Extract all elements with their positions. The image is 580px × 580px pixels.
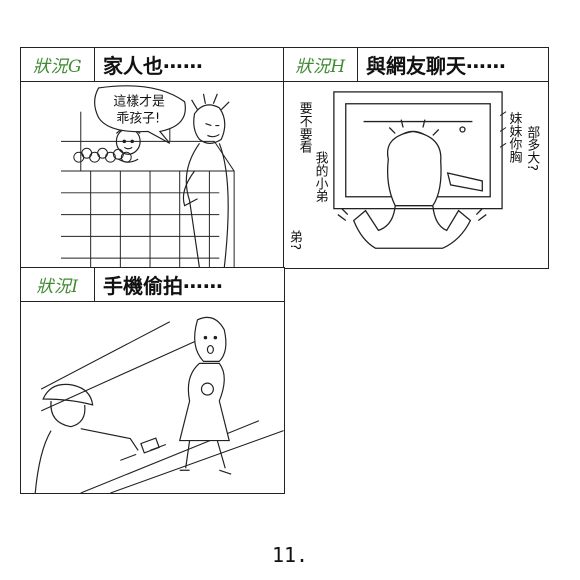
- page-number: 11.: [271, 543, 309, 567]
- speech-bubble-left: 要不要看 我的小弟 弟?: [287, 102, 328, 250]
- comic-panel-g: 狀況G 家人也⋯⋯: [20, 47, 285, 269]
- speech-bubble-right: 妹妹你胸 部多大?: [499, 111, 540, 171]
- panel-title: 與網友聊天⋯⋯: [366, 54, 506, 78]
- speech-bubble: 這樣才是 乖孩子!: [94, 85, 186, 144]
- situation-tag: 狀況H: [284, 48, 358, 81]
- panel-header: 狀況I 手機偷拍⋯⋯: [21, 268, 284, 302]
- panel-illustration: 這樣才是 乖孩子!: [21, 82, 284, 268]
- panel-illustration: [21, 302, 284, 493]
- panel-title: 家人也⋯⋯: [103, 54, 203, 78]
- speech-line: 這樣才是: [113, 94, 165, 110]
- speech-line: 妹妹你胸: [506, 112, 521, 164]
- situation-tag: 狀況G: [21, 48, 95, 81]
- situation-tag: 狀況I: [21, 268, 95, 301]
- speech-line: 乖孩子!: [116, 112, 160, 127]
- chat-scene-drawing: 妹妹你胸 部多大? 要不要看 我的小弟 弟?: [287, 91, 540, 250]
- speech-line: 部多大?: [524, 126, 539, 171]
- panel-title: 手機偷拍⋯⋯: [103, 274, 223, 298]
- family-scene-drawing: 這樣才是 乖孩子!: [60, 85, 235, 268]
- panel-header: 狀況H 與網友聊天⋯⋯: [284, 48, 548, 82]
- panel-header: 狀況G 家人也⋯⋯: [21, 48, 284, 82]
- phone-photo-scene-drawing: [34, 316, 284, 493]
- panel-illustration: 妹妹你胸 部多大? 要不要看 我的小弟 弟?: [284, 82, 548, 268]
- comic-panel-i: 狀況I 手機偷拍⋯⋯: [20, 267, 285, 494]
- speech-line: 要不要看: [297, 102, 312, 154]
- speech-line: 弟?: [287, 230, 302, 250]
- speech-line: 我的小弟: [313, 151, 328, 203]
- comic-panel-h: 狀況H 與網友聊天⋯⋯ 妹妹你胸: [283, 47, 549, 269]
